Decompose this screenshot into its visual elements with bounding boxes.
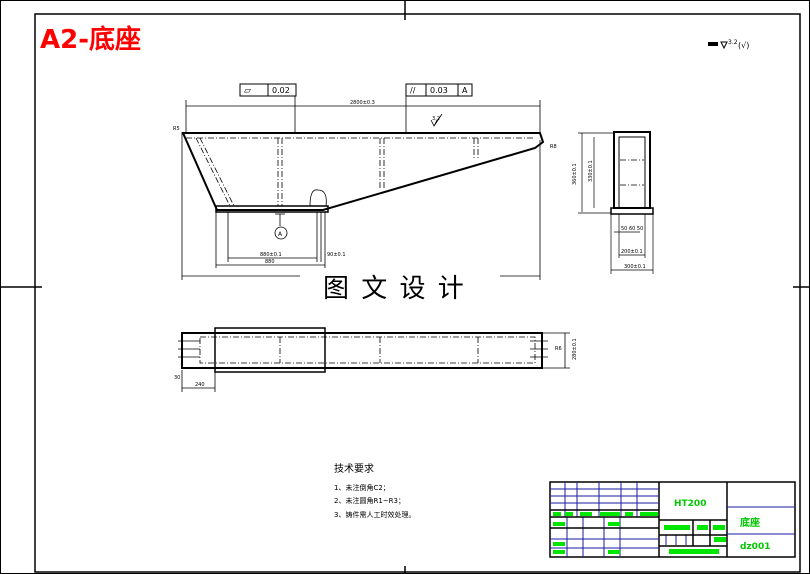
surface-finish-note: 3.2 (√) (708, 39, 749, 50)
svg-text:200±0.1: 200±0.1 (621, 249, 643, 255)
svg-text:2800±0.3: 2800±0.3 (350, 100, 375, 106)
technical-requirements: 技术要求 1、未注倒角C2； 2、未注圆角R1~R3； 3、铸件需人工时效处理。 (334, 462, 415, 519)
parallelism-tolerance: 0.03 (430, 86, 448, 95)
svg-text://: // (410, 86, 416, 95)
top-view: 30 240 280±0.1 R6 (174, 327, 578, 392)
svg-text:90±0.1: 90±0.1 (327, 252, 346, 258)
tech-req-item: 2、未注圆角R1~R3； (334, 496, 405, 505)
svg-text:A: A (462, 86, 468, 95)
svg-text:30: 30 (174, 375, 180, 381)
svg-text:360±0.1: 360±0.1 (572, 163, 578, 185)
sheet-title: A2-底座 (40, 24, 141, 55)
part-name: 底座 (740, 516, 760, 529)
svg-text:▱: ▱ (244, 86, 251, 96)
svg-text:330±0.1: 330±0.1 (588, 160, 594, 182)
side-view: 360±0.1 330±0.1 50 60 50 200±0.1 300±0.1 (572, 131, 654, 274)
svg-text:50 60 50: 50 60 50 (621, 226, 643, 232)
tech-req-title: 技术要求 (334, 462, 374, 475)
svg-text:880: 880 (265, 259, 275, 265)
drawing-frame (34, 13, 801, 573)
material: HT200 (674, 499, 706, 509)
svg-text:(√): (√) (738, 41, 749, 50)
svg-text:R8: R8 (550, 144, 557, 150)
svg-text:300±0.1: 300±0.1 (624, 264, 646, 270)
watermark-text: 图 文 设 计 (323, 274, 466, 304)
front-view: ▱ 0.02 // 0.03 A A 2800±0.3 880±0.1 880 … (173, 83, 557, 280)
svg-text:280±0.1: 280±0.1 (572, 338, 578, 360)
svg-text:240: 240 (195, 382, 205, 388)
svg-text:R6: R6 (555, 346, 562, 352)
svg-text:R5: R5 (173, 126, 180, 132)
flatness-tolerance: 0.02 (272, 86, 290, 95)
tech-req-item: 1、未注倒角C2； (334, 483, 390, 492)
tech-req-item: 3、铸件需人工时效处理。 (334, 510, 415, 519)
svg-text:3.2: 3.2 (432, 116, 440, 122)
title-block: HT200 底座 dz001 (549, 481, 796, 558)
drawing-number: dz001 (740, 542, 770, 552)
datum-label: A (278, 231, 283, 238)
svg-text:880±0.1: 880±0.1 (260, 252, 282, 258)
svg-text:3.2: 3.2 (728, 39, 738, 46)
